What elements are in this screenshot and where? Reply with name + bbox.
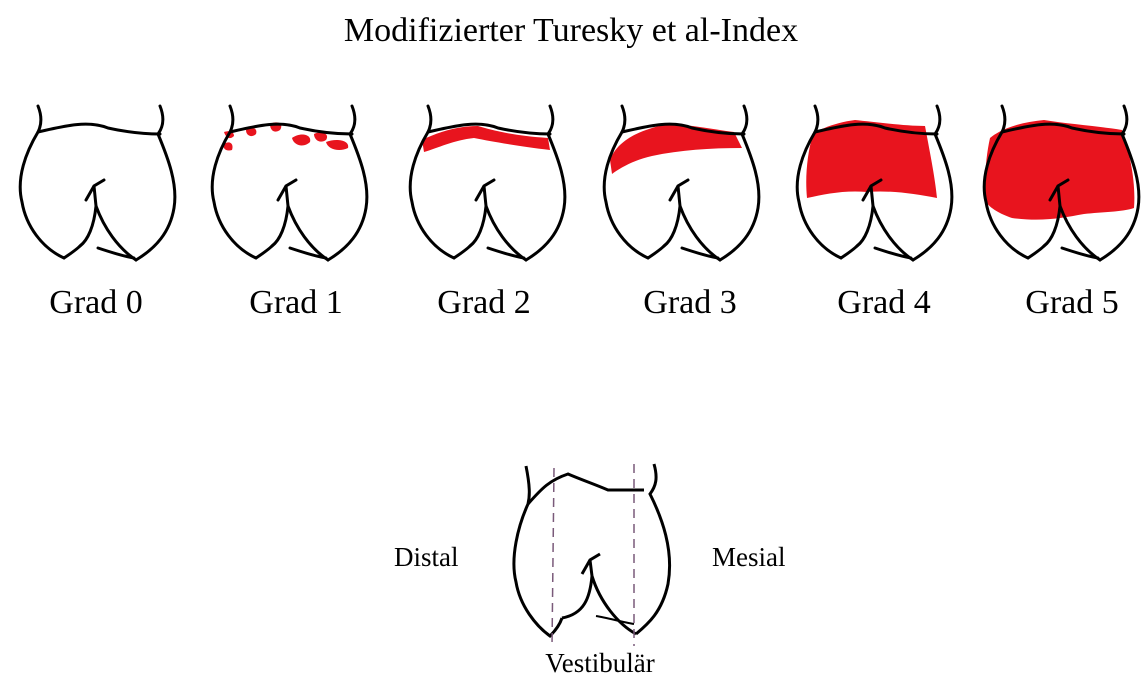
grade-label: Grad 2 bbox=[404, 284, 564, 322]
vestibular-label: Vestibulär bbox=[0, 648, 1142, 679]
grade-label: Grad 5 bbox=[992, 284, 1142, 322]
figure-title: Modifizierter Turesky et al-Index bbox=[0, 12, 1142, 50]
tooth-grade-0 bbox=[8, 98, 184, 278]
grade-label: Grad 4 bbox=[804, 284, 964, 322]
tooth-grade-2 bbox=[398, 98, 574, 278]
distal-label: Distal bbox=[394, 542, 459, 573]
tooth-grade-3 bbox=[592, 98, 768, 278]
reference-tooth-illustration bbox=[490, 458, 710, 658]
plaque-area bbox=[292, 135, 310, 146]
grade-label: Grad 0 bbox=[16, 284, 176, 322]
tooth-grade-4 bbox=[785, 98, 961, 278]
mesial-label: Mesial bbox=[712, 542, 786, 573]
plaque-area bbox=[326, 140, 348, 150]
tooth-grade-5 bbox=[972, 98, 1142, 278]
distal-divider-line bbox=[552, 468, 554, 646]
grade-label: Grad 1 bbox=[216, 284, 376, 322]
tooth-grade-1 bbox=[200, 98, 376, 278]
grade-label: Grad 3 bbox=[610, 284, 770, 322]
